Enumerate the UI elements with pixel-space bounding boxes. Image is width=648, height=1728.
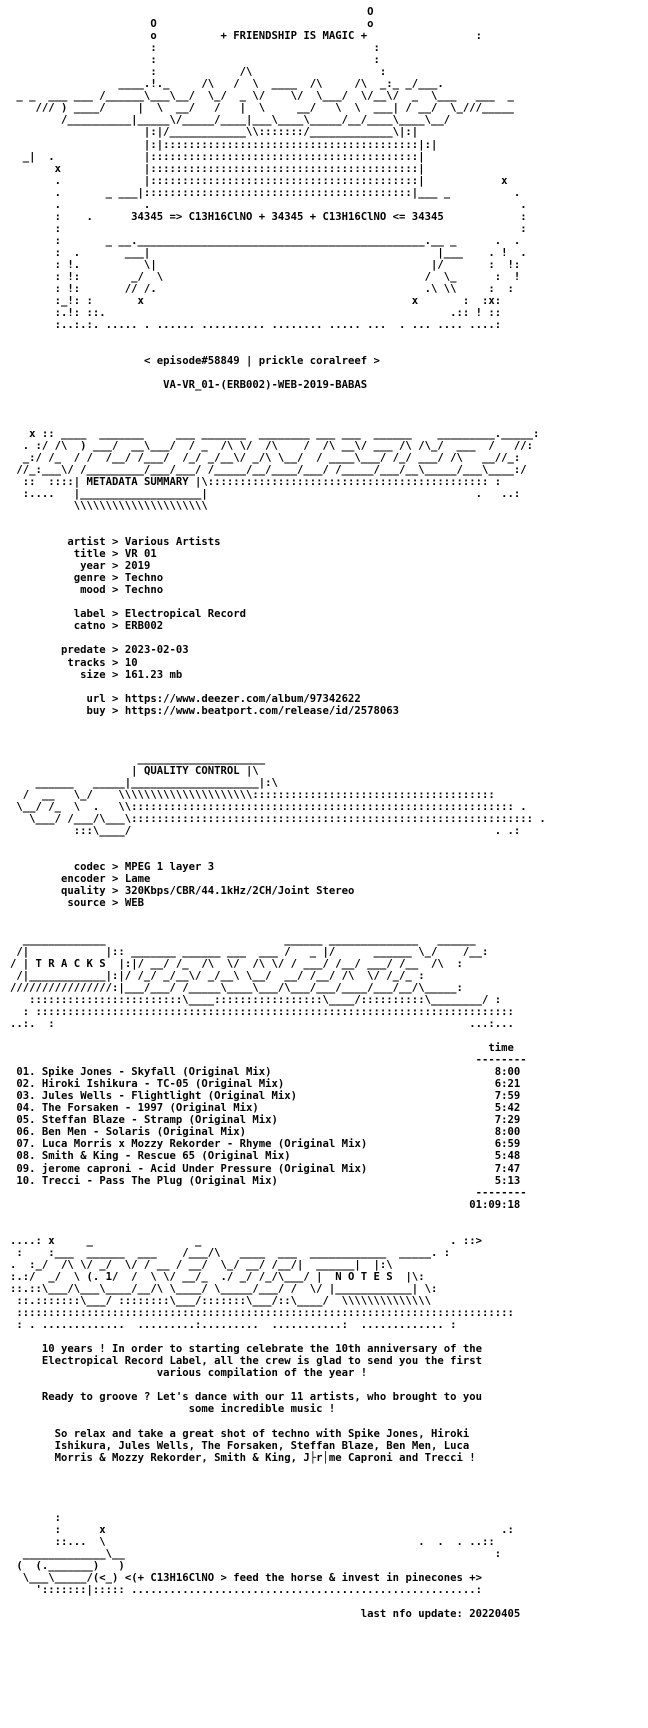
track-time: 5:48 — [494, 1150, 521, 1163]
quality-encoder: Lame — [124, 873, 151, 886]
logo-line: : !. \| |/ : !: — [10, 258, 521, 271]
track-number: 06. — [16, 1126, 36, 1139]
track-number: 04. — [16, 1102, 36, 1115]
quality-quality: 320Kbps/CBR/44.1kHz/2CH/Joint Stereo — [124, 885, 355, 898]
logo-line: /__________|_____\/_____/____|___\____\_… — [10, 114, 451, 127]
logo-line: : /\ : — [10, 66, 387, 79]
nfo-text: O O o o + FRIENDSHIP IS MAGIC + : : : — [10, 6, 546, 1621]
metadata-url: https://www.deezer.com/album/97342622 — [124, 692, 361, 705]
notes-line: some incredible music ! — [188, 1403, 336, 1416]
logo-line: |:|/____________\\:::::::/_____________\… — [10, 126, 419, 139]
quality-control-heading: QUALITY CONTROL — [143, 764, 240, 777]
quality-source: WEB — [124, 897, 144, 910]
logo-line: : : — [10, 42, 380, 55]
metadata-tracks: 10 — [124, 656, 138, 669]
logo-line: : . 34345 => C13H16ClNO + 34345 + C13H16… — [10, 210, 527, 223]
logo-line: . . . — [10, 198, 527, 211]
last-update: last nfo update: 20220405 — [360, 1608, 521, 1621]
logo-line: O — [10, 6, 374, 18]
track-number: 02. — [16, 1078, 36, 1091]
track-title: Steffan Blaze - Stramp (Original Mix) — [41, 1114, 278, 1127]
metadata-year: 2019 — [124, 560, 151, 573]
track-number: 03. — [16, 1090, 36, 1103]
total-time: 01:09:18 — [469, 1198, 521, 1211]
footer-tagline: <(+ C13H16ClNO > feed the horse & invest… — [124, 1572, 482, 1585]
track-time: 5:13 — [494, 1174, 521, 1187]
logo-line: o + FRIENDSHIP IS MAGIC + : — [10, 30, 482, 43]
notes-line: various compilation of the year ! — [156, 1367, 368, 1380]
time-column-label: time — [488, 1042, 514, 1055]
logo-line: _ _ ___ ___ /______\___\__/ \_/ _ \/ \/ … — [10, 90, 514, 103]
episode-line: < episode#58849 | prickle coralreef > — [143, 355, 380, 368]
logo-line: _| . |::::::::::::::::::::::::::::::::::… — [10, 150, 425, 163]
logo-line: :_!: : x x : :x: — [10, 295, 502, 308]
quality-codec: MPEG 1 layer 3 — [124, 861, 215, 874]
tracks-heading: T R A C K S — [35, 957, 106, 970]
metadata-genre: Techno — [124, 572, 164, 585]
track-number: 05. — [16, 1114, 36, 1127]
track-number: 07. — [16, 1138, 36, 1151]
logo-line: : . ___| |___ . ! . — [10, 246, 527, 259]
track-number: 09. — [16, 1162, 36, 1175]
notes-line: 10 years ! In order to starting celebrat… — [41, 1343, 482, 1356]
notes-line: Morris & Mozzy Rekorder, Smith & King, J… — [54, 1451, 476, 1464]
track-title: Spike Jones - Skyfall (Original Mix) — [41, 1066, 272, 1079]
track-number: 08. — [16, 1150, 36, 1163]
track-title: Ben Men - Solaris (Original Mix) — [41, 1126, 247, 1139]
logo-line: : : — [10, 222, 527, 235]
logo-line: x |:::::::::::::::::::::::::::::::::::::… — [10, 162, 425, 175]
track-title: Jules Wells - Flightlight (Original Mix) — [41, 1090, 298, 1103]
logo-line: /// ) ____/ | \ __/ / | \ __/ \ \ ___| /… — [10, 102, 514, 115]
track-time: 8:00 — [494, 1126, 521, 1139]
track-title: The Forsaken - 1997 (Original Mix) — [41, 1102, 259, 1115]
metadata-summary-heading: METADATA SUMMARY — [86, 475, 189, 488]
track-time: 7:29 — [494, 1114, 521, 1127]
metadata-size: 161.23 mb — [124, 668, 183, 681]
notes-line: So relax and take a great shot of techno… — [54, 1427, 470, 1440]
track-time: 6:21 — [494, 1078, 521, 1091]
release-name: VA-VR_01-(ERB002)-WEB-2019-BABAS — [163, 379, 368, 392]
track-title: jerome caproni - Acid Under Pressure (Or… — [41, 1162, 368, 1175]
track-time: 8:00 — [494, 1066, 521, 1079]
metadata-predate: 2023-02-03 — [124, 644, 189, 657]
logo-line: . |:::::::::::::::::::::::::::::::::::::… — [10, 174, 508, 187]
logo-line: ____.!._ /\ / \ ____ /\ /\ _:_ _/___. — [10, 78, 444, 91]
metadata-mood: Techno — [124, 584, 164, 597]
notes-line: Electropical Record Label, all the crew … — [41, 1355, 482, 1368]
track-time: 7:47 — [494, 1162, 521, 1175]
track-time: 7:59 — [494, 1090, 521, 1103]
track-title: Trecci - Pass The Plug (Original Mix) — [41, 1174, 278, 1187]
metadata-label: Electropical Record — [124, 608, 246, 621]
logo-line: O o — [10, 18, 374, 31]
logo-line: |:|:::::::::::::::::::::::::::::::::::::… — [10, 138, 438, 151]
notes-heading: N O T E S — [335, 1270, 393, 1283]
notes-line: Ishikura, Jules Wells, The Forsaken, Ste… — [54, 1439, 470, 1452]
logo-line: :.!: ::. .:: ! :: — [10, 307, 502, 320]
metadata-catno: ERB002 — [124, 620, 164, 633]
track-number: 01. — [16, 1066, 36, 1079]
logo-line: :..:.:. ..... . ...... .......... ......… — [10, 319, 502, 332]
metadata-artist: Various Artists — [124, 536, 221, 549]
track-time: 5:42 — [494, 1102, 521, 1115]
track-number: 10. — [16, 1174, 36, 1187]
logo-line: : _ __._________________________________… — [10, 234, 521, 247]
notes-line: Ready to groove ? Let's dance with our 1… — [41, 1391, 482, 1404]
track-time: 6:59 — [494, 1138, 521, 1151]
metadata-title: VR 01 — [124, 548, 157, 561]
track-title: Luca Morris x Mozzy Rekorder - Rhyme (Or… — [41, 1138, 368, 1151]
metadata-buy: https://www.beatport.com/release/id/2578… — [124, 704, 400, 717]
track-title: Smith & King - Rescue 65 (Original Mix) — [41, 1150, 291, 1163]
logo-line: : !: // /. .\ \\ : : — [10, 283, 514, 296]
logo-line: : !: _/ \ / \_ : ! — [10, 271, 521, 284]
track-title: Hiroki Ishikura - TC-05 (Original Mix) — [41, 1078, 285, 1091]
logo-line: . _ ___|::::::::::::::::::::::::::::::::… — [10, 186, 521, 199]
logo-line: : : — [10, 54, 380, 67]
